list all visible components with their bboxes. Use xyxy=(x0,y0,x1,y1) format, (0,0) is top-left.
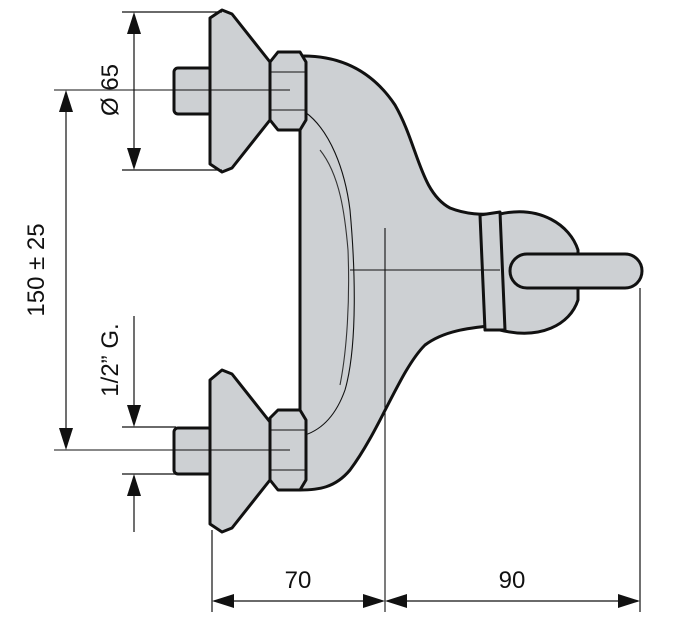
dim-arrow-150-top xyxy=(59,90,73,112)
dim-label-thread: 1/2” G. xyxy=(97,323,124,396)
dim-arrow-70-left xyxy=(212,594,234,608)
body-inner-contour xyxy=(304,111,355,436)
cartridge-ring xyxy=(478,210,507,332)
dim-label-150: 150 ± 25 xyxy=(23,223,50,316)
top-pipe-stub xyxy=(172,66,214,116)
lever-handle xyxy=(508,252,644,290)
top-nut xyxy=(268,50,308,132)
dim-arrow-65-bottom xyxy=(127,148,141,170)
dim-arrow-thread-top xyxy=(127,405,141,427)
mixer-body xyxy=(298,54,500,492)
dim-arrow-150-bottom xyxy=(59,428,73,450)
dim-arrow-70-right xyxy=(363,594,385,608)
body-inner-contour-2 xyxy=(319,149,350,386)
dim-arrow-thread-bottom xyxy=(127,474,141,496)
dim-arrow-90-right xyxy=(618,594,640,608)
bottom-pipe-stub xyxy=(172,426,214,476)
dim-arrow-90-left xyxy=(385,594,407,608)
bottom-flange xyxy=(208,368,272,534)
dim-label-70: 70 xyxy=(285,567,312,594)
dim-label-90: 90 xyxy=(499,567,526,594)
dim-label-65: Ø 65 xyxy=(97,64,124,116)
dim-arrow-65-top xyxy=(127,12,141,34)
top-flange xyxy=(208,8,272,174)
